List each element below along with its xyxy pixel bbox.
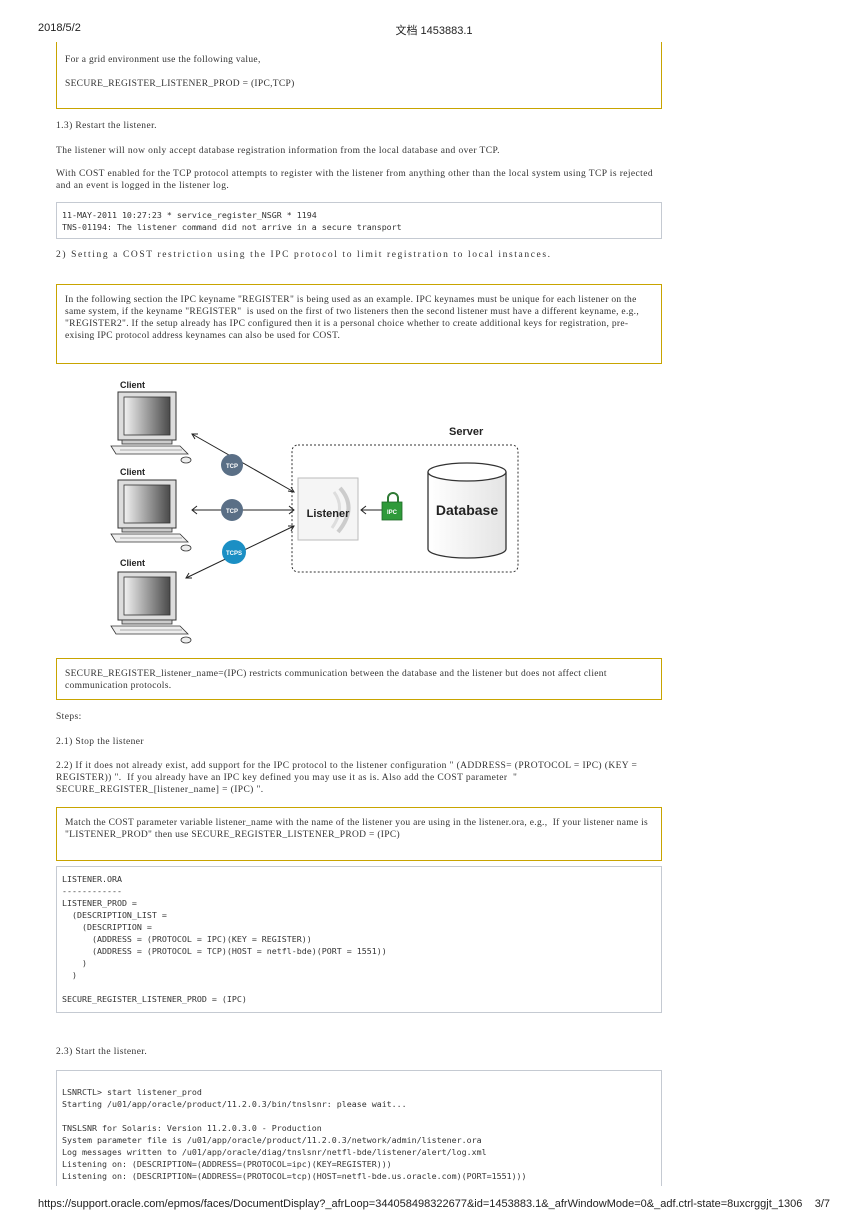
page-number: 3/7 — [814, 1198, 830, 1210]
note-match-listener-name: Match the COST parameter variable listen… — [56, 807, 662, 861]
tcp-badge-1-icon — [221, 454, 243, 476]
client-computer-2-icon — [110, 479, 192, 552]
page-footer: https://support.oracle.com/epmos/faces/D… — [38, 1198, 830, 1214]
note-ipc-keyname: In the following section the IPC keyname… — [56, 284, 662, 364]
tcp-badge-2-icon — [221, 499, 243, 521]
client-label-1: Client — [120, 380, 145, 390]
step-1-3: 1.3) Restart the listener. — [56, 121, 157, 131]
database-cylinder-icon — [427, 462, 507, 559]
client-label-3: Client — [120, 558, 145, 568]
lock-icon — [387, 492, 399, 503]
step-2-3: 2.3) Start the listener. — [56, 1047, 148, 1057]
note-secure-register: SECURE_REGISTER_listener_name=(IPC) rest… — [56, 658, 662, 700]
code-start-listener: LSNRCTL> start listener_prod Starting /u… — [56, 1070, 662, 1186]
code-listener-ora: LISTENER.ORA ------------ LISTENER_PROD … — [56, 866, 662, 1013]
tcp-badge-2-label: TCP — [226, 509, 238, 515]
client-computer-3-icon — [110, 571, 192, 644]
steps-heading: Steps: — [56, 712, 82, 722]
page-header: 2018/5/2 文档 1453883.1 — [38, 22, 830, 38]
step-2-1: 2.1) Stop the listener — [56, 737, 144, 747]
step-2-2: 2.2) If it does not already exist, add s… — [56, 761, 641, 795]
server-label: Server — [449, 426, 484, 438]
database-label: Database — [436, 502, 498, 518]
note-grid-value: For a grid environment use the following… — [56, 42, 662, 109]
source-url: https://support.oracle.com/epmos/faces/D… — [38, 1198, 803, 1210]
tcps-badge-label: TCPS — [226, 551, 242, 557]
ipc-box — [381, 501, 403, 521]
cost-architecture-diagram: Client Client Client TCP TCP — [110, 380, 519, 644]
listener-waves-icon — [336, 486, 351, 534]
tcps-badge-icon — [222, 540, 246, 564]
tcp-badge-1-label: TCP — [226, 464, 238, 470]
document-title: 文档 1453883.1 — [395, 25, 473, 37]
client-label-2: Client — [120, 467, 145, 477]
listener-label: Listener — [307, 508, 351, 520]
paragraph-cost-tcp: With COST enabled for the TCP protocol a… — [56, 169, 656, 191]
step-2-heading: 2) Setting a COST restriction using the … — [56, 250, 552, 260]
print-date: 2018/5/2 — [38, 22, 81, 34]
code-listener-log: 11-MAY-2011 10:27:23 * service_register_… — [56, 202, 662, 239]
server-boundary — [291, 444, 519, 573]
client-computer-1-icon — [110, 391, 192, 464]
paragraph-listener-accept: The listener will now only accept databa… — [56, 146, 500, 156]
ipc-label: IPC — [387, 510, 398, 516]
